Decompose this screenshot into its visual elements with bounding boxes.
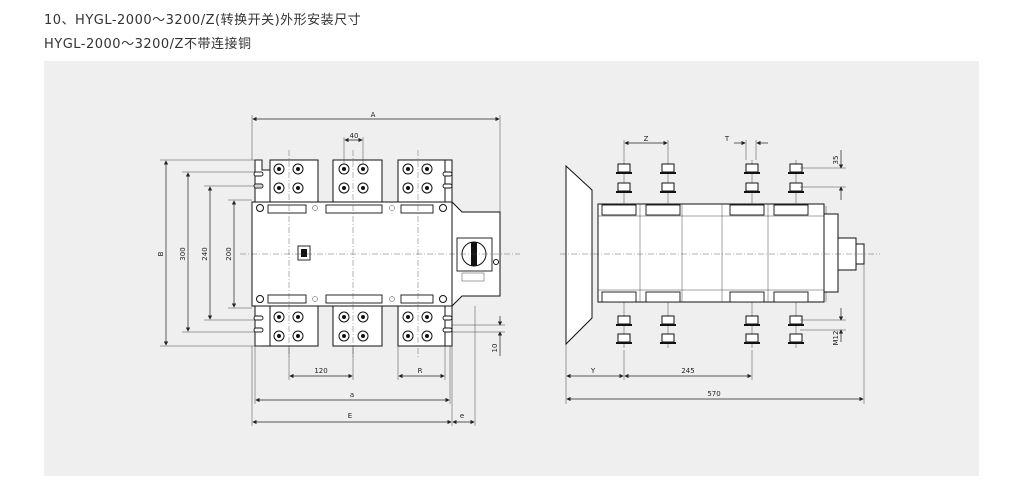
- dim-Y-label: Y: [590, 367, 596, 375]
- dim-300-label: 300: [179, 247, 187, 260]
- dim-Z-label: Z: [644, 135, 649, 143]
- front-view: A 40 B 300 240 200 120 R a: [157, 111, 520, 426]
- bottom-terminals: [254, 305, 453, 347]
- side-bolt-washer: [616, 342, 632, 344]
- side-bolt-washer: [788, 172, 804, 174]
- side-bolt-nut: [617, 315, 631, 325]
- dim-R-label: R: [418, 367, 423, 375]
- indicator-dot: [493, 259, 499, 265]
- mounting-slots: [253, 171, 453, 333]
- side-bolt-nut: [745, 333, 759, 343]
- dim-40-label: 40: [350, 132, 359, 140]
- mounting-plate: [565, 164, 593, 346]
- side-bolt-nut: [745, 315, 759, 325]
- side-bolt-washer: [744, 342, 760, 344]
- side-bolt-washer: [660, 191, 676, 193]
- dim-E-label: E: [348, 412, 352, 420]
- dim-35-label: 35: [832, 156, 840, 165]
- side-bolt-nut: [617, 182, 631, 192]
- drawing-subtitle: HYGL-2000～3200/Z不带连接铜: [44, 37, 252, 52]
- side-bolt-washer: [616, 172, 632, 174]
- side-bolt-washer: [744, 324, 760, 326]
- side-bolt-washer: [616, 191, 632, 193]
- side-bolt-washer: [788, 191, 804, 193]
- body-windows: [256, 204, 447, 304]
- dim-T-label: T: [724, 135, 730, 143]
- side-bolt-washer: [788, 324, 804, 326]
- dim-B-label: B: [157, 251, 165, 256]
- side-bolt-washer: [616, 324, 632, 326]
- side-bolt-nut: [745, 182, 759, 192]
- dim-120-label: 120: [314, 367, 327, 375]
- dim-A-label: A: [371, 111, 376, 119]
- side-bolt-washer: [744, 172, 760, 174]
- side-busbars: [601, 160, 809, 348]
- dim-240-label: 240: [201, 247, 209, 260]
- drawing-panel: A 40 B 300 240 200 120 R a: [44, 61, 979, 476]
- side-bolt-nut: [617, 333, 631, 343]
- terminal-bolts: [273, 163, 433, 342]
- side-body: [597, 203, 825, 303]
- side-bolt-washer: [660, 172, 676, 174]
- side-bolt-nut: [661, 315, 675, 325]
- side-bolt-nut: [661, 163, 675, 173]
- side-bolt-nut: [661, 333, 675, 343]
- side-bolts: [616, 163, 804, 344]
- label-plate: [461, 272, 485, 282]
- dim-e-label: e: [460, 412, 464, 420]
- dim-200-label: 200: [225, 247, 233, 260]
- side-bolt-washer: [660, 342, 676, 344]
- side-mechanism: [823, 213, 839, 293]
- side-bolt-washer: [744, 191, 760, 193]
- side-bolt-nut: [617, 163, 631, 173]
- dim-a-label: a: [350, 391, 354, 399]
- dim-10-label: 10: [491, 344, 499, 353]
- technical-drawing: A 40 B 300 240 200 120 R a: [157, 111, 880, 426]
- drawing-title: 10、HYGL-2000～3200/Z(转换开关)外形安装尺寸: [44, 13, 362, 28]
- dim-245-label: 245: [681, 367, 694, 375]
- dim-M12-label: M12: [832, 331, 840, 346]
- side-bolt-nut: [745, 163, 759, 173]
- side-bolt-washer: [660, 324, 676, 326]
- side-bolt-nut: [789, 333, 803, 343]
- side-view: Z T 35 M12 Y 245 570: [560, 135, 880, 404]
- dim-570-label: 570: [707, 390, 720, 398]
- side-bolt-washer: [788, 342, 804, 344]
- side-bolt-nut: [661, 182, 675, 192]
